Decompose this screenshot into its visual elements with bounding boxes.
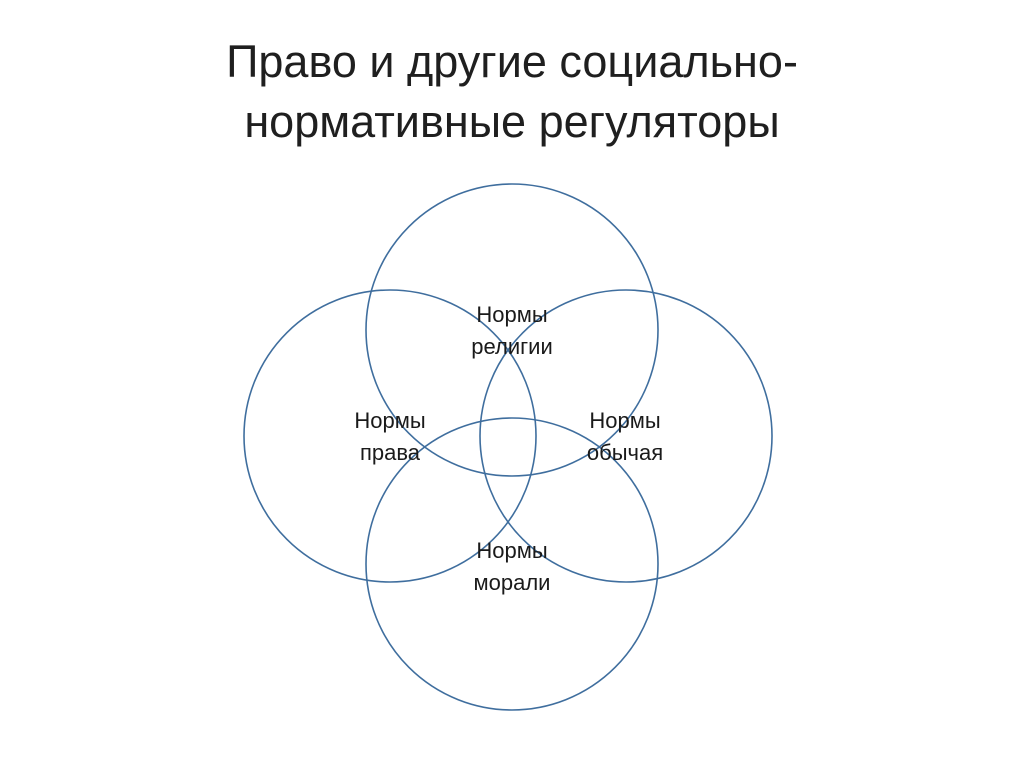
- label-morality-line-1: Нормы: [476, 538, 548, 563]
- label-religion: Нормы религии: [432, 299, 592, 363]
- label-morality-line-2: морали: [473, 570, 551, 595]
- circle-law: [243, 289, 537, 583]
- label-custom-line-1: Нормы: [589, 408, 661, 433]
- label-religion-line-2: религии: [471, 334, 553, 359]
- circle-morality: [365, 417, 659, 711]
- slide-title-line-1: Право и другие социально-: [226, 36, 798, 87]
- label-custom-line-2: обычая: [586, 440, 664, 465]
- circle-religion: [365, 183, 659, 477]
- label-custom: Нормы обычая: [545, 405, 705, 469]
- label-law: Нормы права: [310, 405, 470, 469]
- label-law-line-1: Нормы: [354, 408, 426, 433]
- label-religion-line-1: Нормы: [476, 302, 548, 327]
- circle-custom: [479, 289, 773, 583]
- label-morality: Нормы морали: [432, 535, 592, 599]
- label-law-line-2: права: [359, 440, 421, 465]
- slide-title: Право и другие социально- нормативные ре…: [0, 32, 1024, 152]
- slide-title-line-2: нормативные регуляторы: [244, 96, 780, 147]
